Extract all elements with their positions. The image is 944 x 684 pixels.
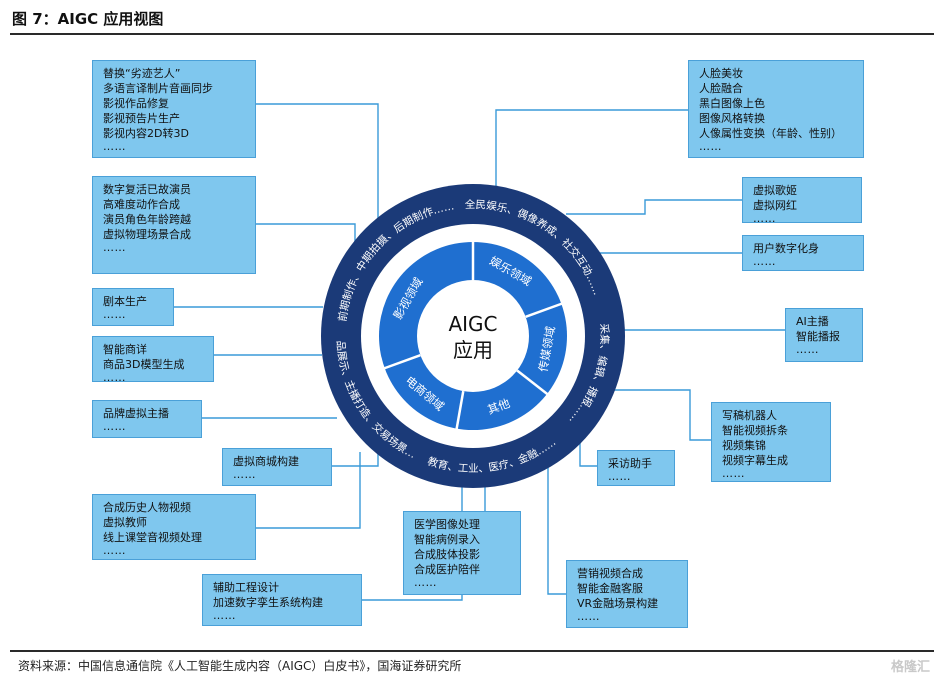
app-box-ellipsis: …… — [233, 468, 256, 481]
app-box-medical: 医学图像处理智能病例录入合成肢体投影合成医护陪伴…… — [403, 511, 521, 595]
app-box-ellipsis: …… — [103, 544, 126, 557]
app-box-item: 图像风格转换 — [699, 112, 765, 125]
connector-line — [256, 452, 361, 529]
app-box-item: 影视预告片生产 — [103, 112, 180, 125]
connector-line — [547, 460, 566, 595]
app-box-item: 视频集锦 — [722, 439, 766, 452]
sector-divider — [383, 353, 421, 370]
app-box-item: 智能播报 — [796, 330, 840, 343]
figure-title: 图 7：AIGC 应用视图 — [12, 10, 164, 28]
app-box-item: 剧本生产 — [103, 295, 147, 308]
app-box-item: 合成肢体投影 — [414, 548, 480, 561]
app-box-item: 替换“劣迹艺人” — [103, 67, 181, 80]
app-box-item: 演员角色年龄跨越 — [103, 213, 191, 226]
app-box-item: 视频字幕生成 — [722, 454, 788, 467]
app-box-ent-3: 用户数字化身…… — [742, 235, 864, 271]
app-box-item: 黑白图像上色 — [699, 97, 765, 110]
app-box-ent-2: 虚拟歌姬虚拟网红…… — [742, 177, 862, 225]
app-box-item: 商品3D模型生成 — [103, 358, 185, 371]
app-box-item: 虚拟网红 — [753, 199, 797, 212]
app-box-ellipsis: …… — [753, 212, 776, 225]
app-box-ellipsis: …… — [103, 371, 126, 384]
app-box-ecom-1: 智能商详商品3D模型生成…… — [92, 336, 214, 384]
app-box-item: 加速数字孪生系统构建 — [213, 596, 323, 609]
app-box-media-1: 采访助手…… — [597, 450, 675, 486]
app-box-item: 合成医护陪伴 — [414, 563, 480, 576]
app-box-ellipsis: …… — [103, 308, 126, 321]
top-rule — [10, 33, 934, 35]
app-box-item: 虚拟商城构建 — [233, 455, 299, 468]
app-box-ellipsis: …… — [103, 241, 126, 254]
app-box-item: 虚拟教师 — [103, 516, 147, 529]
sector-divider — [455, 390, 465, 430]
app-box-edu: 合成历史人物视频虚拟教师线上课堂音视频处理…… — [92, 494, 256, 560]
app-box-ellipsis: …… — [103, 140, 126, 153]
center-label-line2: 应用 — [453, 338, 493, 362]
app-box-item: 辅助工程设计 — [213, 581, 279, 594]
app-box-item: 智能视频拆条 — [722, 424, 788, 437]
sector-divider — [525, 302, 563, 319]
app-box-item: 高难度动作合成 — [103, 198, 180, 211]
connector-line — [612, 389, 711, 441]
source-note: 资料来源：中国信息通信院《人工智能生成内容（AIGC）白皮书》，国海证券研究所 — [18, 659, 462, 673]
app-box-ellipsis: …… — [722, 467, 745, 480]
center-circle — [417, 280, 529, 392]
app-box-ellipsis: …… — [414, 576, 437, 589]
app-box-finance: 营销视频合成智能金融客服 VR金融场景构建…… — [566, 560, 688, 628]
app-box-item: 虚拟歌姬 — [753, 184, 797, 197]
app-box-item: 智能商详 — [103, 343, 147, 356]
app-box-ent-1: 人脸美妆人脸融合黑白图像上色图像风格转换人像属性变换（年龄、性别）…… — [688, 60, 864, 158]
app-box-item: 品牌虚拟主播 — [103, 407, 169, 420]
connector-line — [256, 103, 379, 238]
app-box-film-2: 数字复活已故演员高难度动作合成演员角色年龄跨越虚拟物理场景合成…… — [92, 176, 256, 274]
app-box-ellipsis: …… — [753, 255, 776, 268]
app-box-item: 写稿机器人 — [722, 409, 777, 422]
app-box-item: 医学图像处理 — [414, 518, 480, 531]
app-box-ellipsis: …… — [213, 609, 236, 622]
app-box-ellipsis: …… — [796, 343, 819, 356]
bottom-rule — [10, 650, 934, 652]
app-box-item: 人脸融合 — [699, 82, 743, 95]
app-box-film-1: 替换“劣迹艺人” 多语言译制片音画同步影视作品修复影视预告片生产影视内容2D转3D… — [92, 60, 256, 158]
app-box-item: 多语言译制片音画同步 — [103, 82, 213, 95]
app-box-item: 人脸美妆 — [699, 67, 743, 80]
app-box-ellipsis: …… — [577, 610, 600, 623]
app-box-item: AI主播 — [796, 315, 829, 328]
app-box-industry: 辅助工程设计加速数字孪生系统构建…… — [202, 574, 362, 626]
app-box-item: 智能金融客服 — [577, 582, 643, 595]
app-box-ellipsis: …… — [699, 140, 722, 153]
watermark-logo: 格隆汇 — [890, 660, 930, 675]
app-box-item: 采访助手 — [608, 457, 652, 470]
app-box-item: 虚拟物理场景合成 — [103, 228, 191, 241]
app-box-item: 用户数字化身 — [753, 242, 819, 255]
app-box-ellipsis: …… — [608, 470, 631, 483]
app-box-media-3: AI主播智能播报…… — [785, 308, 863, 362]
app-box-item: 合成历史人物视频 — [103, 501, 191, 514]
app-box-item: 人像属性变换（年龄、性别） — [699, 127, 842, 140]
app-box-item: 智能病例录入 — [414, 533, 480, 546]
app-box-item: 影视作品修复 — [103, 97, 169, 110]
sector-divider — [516, 369, 549, 396]
app-box-film-3: 剧本生产…… — [92, 288, 174, 326]
app-box-item: VR金融场景构建 — [577, 597, 659, 610]
app-box-item: 影视内容2D转3D — [103, 127, 189, 140]
connector-line — [495, 109, 688, 186]
center-label-line1: AIGC — [448, 312, 497, 336]
app-box-ellipsis: …… — [103, 420, 126, 433]
app-box-item: 营销视频合成 — [577, 567, 643, 580]
connector-line — [566, 199, 742, 215]
app-box-item: 数字复活已故演员 — [103, 183, 191, 196]
app-box-item: 线上课堂音视频处理 — [103, 531, 202, 544]
connector-line — [256, 223, 356, 250]
app-box-media-2: 写稿机器人智能视频拆条视频集锦视频字幕生成…… — [711, 402, 831, 482]
app-box-ecom-3: 虚拟商城构建…… — [222, 448, 332, 486]
app-box-ecom-2: 品牌虚拟主播…… — [92, 400, 202, 438]
